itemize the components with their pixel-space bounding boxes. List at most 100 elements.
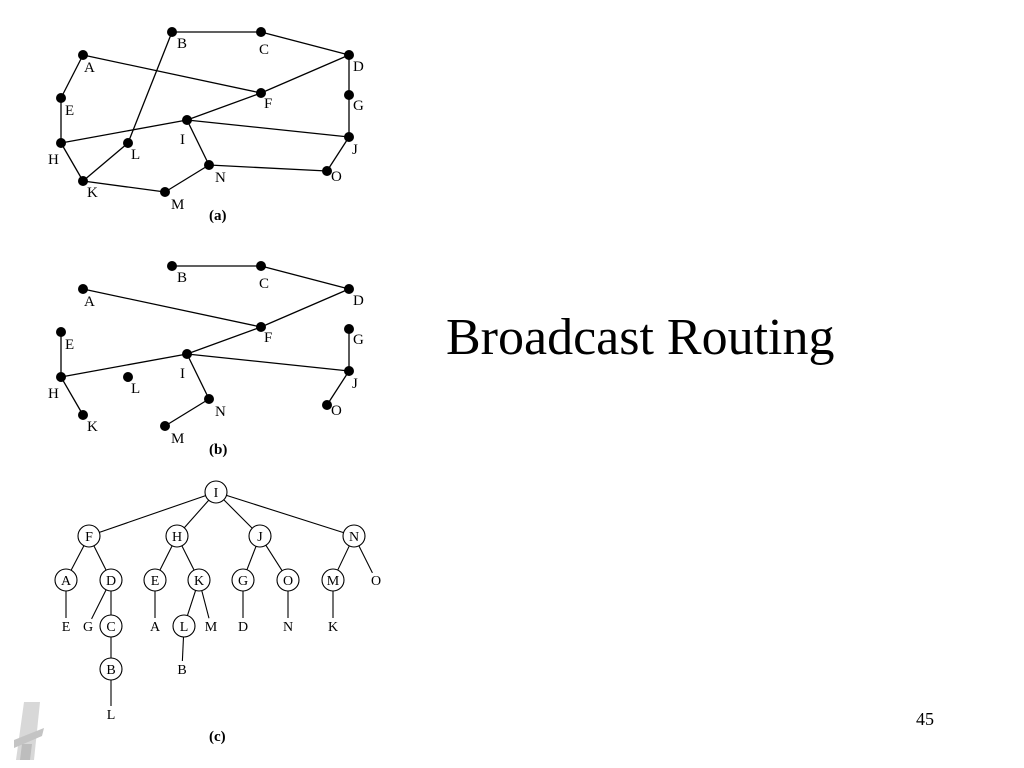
tree-label-e: E	[62, 620, 71, 635]
node-label-f: F	[264, 330, 272, 346]
node-label-m: M	[171, 197, 184, 213]
tree-label-l: L	[107, 708, 116, 723]
edge-A-F	[82, 288, 262, 328]
edge-C-D	[260, 265, 350, 290]
node-label-b: B	[177, 270, 187, 286]
node-label-o: O	[331, 169, 342, 185]
node-label-m: M	[171, 431, 184, 447]
node-h	[56, 372, 66, 382]
node-j	[344, 132, 354, 142]
tree-edge-i-f	[99, 495, 206, 533]
edge-A-F	[82, 54, 262, 94]
node-k	[78, 176, 88, 186]
edge-B-L	[127, 31, 173, 144]
tree-edge-i-j	[223, 499, 253, 529]
node-e	[56, 327, 66, 337]
edge-J-O	[326, 370, 350, 406]
tree-label-g: G	[83, 620, 93, 635]
node-label-e: E	[65, 337, 74, 353]
tree-label-e: E	[151, 574, 160, 589]
tree-edge-n-m	[337, 545, 350, 571]
tree-label-b: B	[106, 663, 115, 678]
tree-edge-n-o2	[358, 545, 373, 574]
node-label-g: G	[353, 332, 364, 348]
node-f	[256, 322, 266, 332]
node-label-n: N	[215, 170, 226, 186]
edge-I-N	[186, 353, 210, 400]
node-b	[167, 27, 177, 37]
node-label-g: G	[353, 98, 364, 114]
node-label-c: C	[259, 42, 269, 58]
tree-label-h: H	[172, 530, 182, 545]
tree-node-b	[99, 657, 123, 681]
tree-node-k	[187, 568, 211, 592]
node-g	[344, 90, 354, 100]
tree-label-d: D	[106, 574, 116, 589]
tree-node-j	[248, 524, 272, 548]
node-m	[160, 421, 170, 431]
node-label-e: E	[65, 103, 74, 119]
edge-M-N	[164, 398, 210, 427]
tree-label-o: O	[371, 574, 381, 589]
tree-node-i	[204, 480, 228, 504]
tree-node-f	[77, 524, 101, 548]
node-label-h: H	[48, 386, 59, 402]
tree-label-d: D	[238, 620, 248, 635]
node-d	[344, 284, 354, 294]
caption-c: (c)	[209, 729, 226, 745]
node-label-l: L	[131, 147, 140, 163]
node-label-j: J	[352, 142, 358, 158]
tree-edge-j-o	[265, 544, 283, 572]
tree-label-o: O	[283, 574, 293, 589]
node-j	[344, 366, 354, 376]
tree-label-m: M	[205, 620, 218, 635]
node-label-k: K	[87, 419, 98, 435]
tree-node-o	[276, 568, 300, 592]
tree-node-n	[342, 524, 366, 548]
node-n	[204, 394, 214, 404]
edge-M-N	[164, 164, 210, 193]
edge-N-O	[208, 164, 328, 172]
tree-edge-k-l	[186, 590, 197, 616]
tree-label-c: C	[106, 620, 115, 635]
tree-label-l: L	[180, 620, 189, 635]
node-label-n: N	[215, 404, 226, 420]
node-c	[256, 261, 266, 271]
edge-C-D	[260, 31, 350, 56]
tree-edge-h-e	[159, 545, 173, 571]
tree-label-i: I	[214, 486, 219, 501]
tree-node-l	[172, 614, 196, 638]
node-label-a: A	[84, 60, 95, 76]
edge-I-N	[186, 119, 210, 166]
tree-node-c	[99, 614, 123, 638]
tree-edge-i-n	[226, 494, 344, 534]
node-g	[344, 324, 354, 334]
tree-edge-d-g2	[91, 589, 107, 620]
edge-H-I	[60, 119, 188, 144]
edge-H-K	[60, 142, 84, 182]
edge-F-I	[186, 92, 262, 121]
node-k	[78, 410, 88, 420]
node-h	[56, 138, 66, 148]
tree-edge-k-m2	[201, 590, 210, 619]
node-d	[344, 50, 354, 60]
edge-F-I	[186, 326, 262, 355]
edge-I-J	[186, 353, 350, 372]
node-label-k: K	[87, 185, 98, 201]
tree-edge-f-d	[93, 545, 107, 571]
logo-icon	[14, 702, 44, 760]
node-m	[160, 187, 170, 197]
node-f	[256, 88, 266, 98]
tree-label-k: K	[194, 574, 204, 589]
tree-edge-j-g	[246, 546, 257, 570]
node-i	[182, 115, 192, 125]
node-c	[256, 27, 266, 37]
tree-label-b: B	[177, 663, 186, 678]
tree-label-a: A	[150, 620, 161, 635]
slide-title: Broadcast Routing	[446, 309, 835, 366]
edge-D-F	[260, 54, 350, 94]
